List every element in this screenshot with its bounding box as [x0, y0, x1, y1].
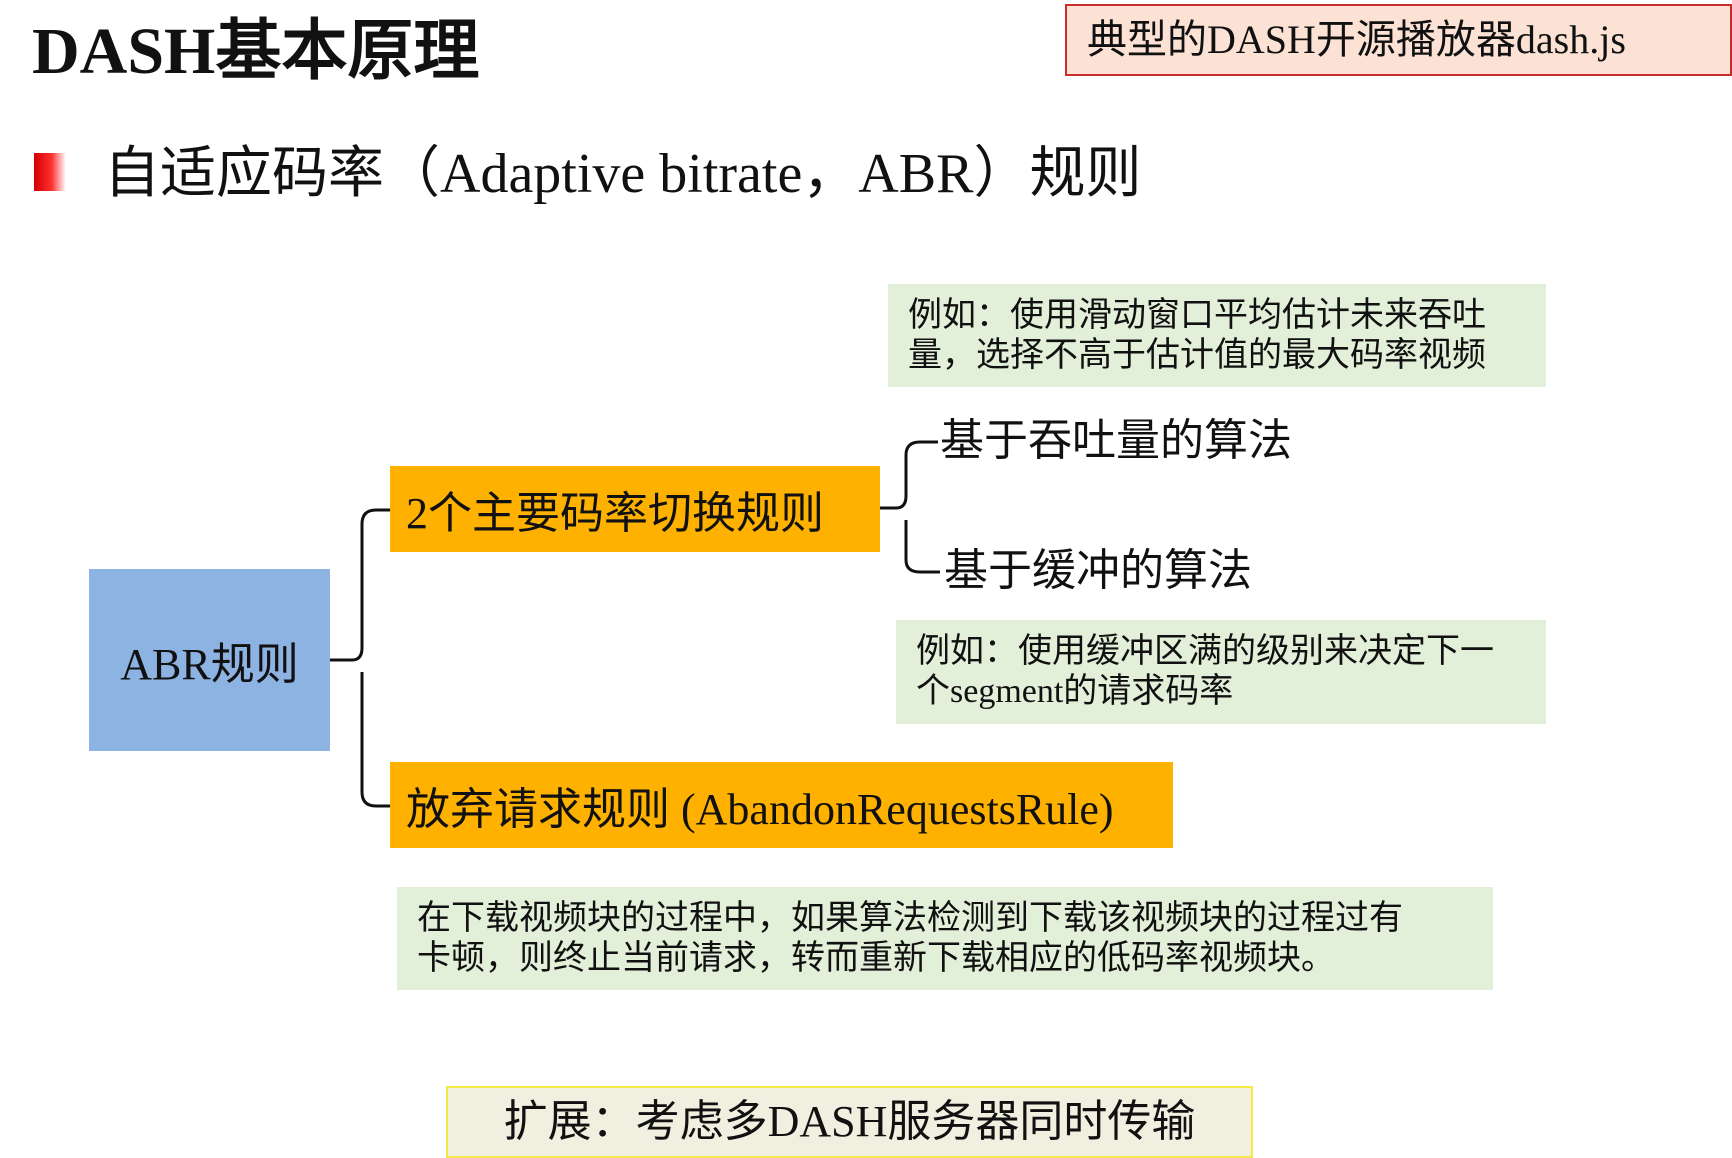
note-line: 卡顿，则终止当前请求，转而重新下载相应的低码率视频块。	[417, 940, 1335, 977]
section-heading: 自适应码率（Adaptive bitrate，ABR）规则	[104, 143, 1142, 205]
extension-note: 扩展：考虑多DASH服务器同时传输	[446, 1086, 1253, 1158]
throughput-example-note: 例如：使用滑动窗口平均估计未来吞吐 量，选择不高于估计值的最大码率视频	[888, 284, 1546, 387]
buffer-algorithm-label: 基于缓冲的算法	[944, 546, 1252, 595]
note-line: 个segment的请求码率	[916, 673, 1234, 710]
buffer-example-note: 例如：使用缓冲区满的级别来决定下一 个segment的请求码率	[896, 620, 1546, 724]
root-bracket	[330, 508, 390, 808]
note-line: 在下载视频块的过程中，如果算法检测到下载该视频块的过程过有	[417, 900, 1403, 937]
abandon-rule-node: 放弃请求规则 (AbandonRequestsRule)	[390, 762, 1173, 848]
switching-rules-node: 2个主要码率切换规则	[390, 466, 880, 552]
abandon-explanation-note: 在下载视频块的过程中，如果算法检测到下载该视频块的过程过有 卡顿，则终止当前请求…	[397, 887, 1493, 990]
bullet-marker	[34, 153, 66, 191]
note-line: 例如：使用缓冲区满的级别来决定下一	[916, 633, 1494, 670]
throughput-algorithm-label: 基于吞吐量的算法	[940, 416, 1292, 465]
abr-root-node: ABR规则	[89, 569, 330, 751]
note-line: 量，选择不高于估计值的最大码率视频	[908, 337, 1486, 374]
rules-bracket	[880, 440, 940, 574]
top-note-callout: 典型的DASH开源播放器dash.js	[1065, 4, 1732, 76]
page-title: DASH基本原理	[32, 15, 480, 88]
note-line: 例如：使用滑动窗口平均估计未来吞吐	[908, 297, 1486, 334]
